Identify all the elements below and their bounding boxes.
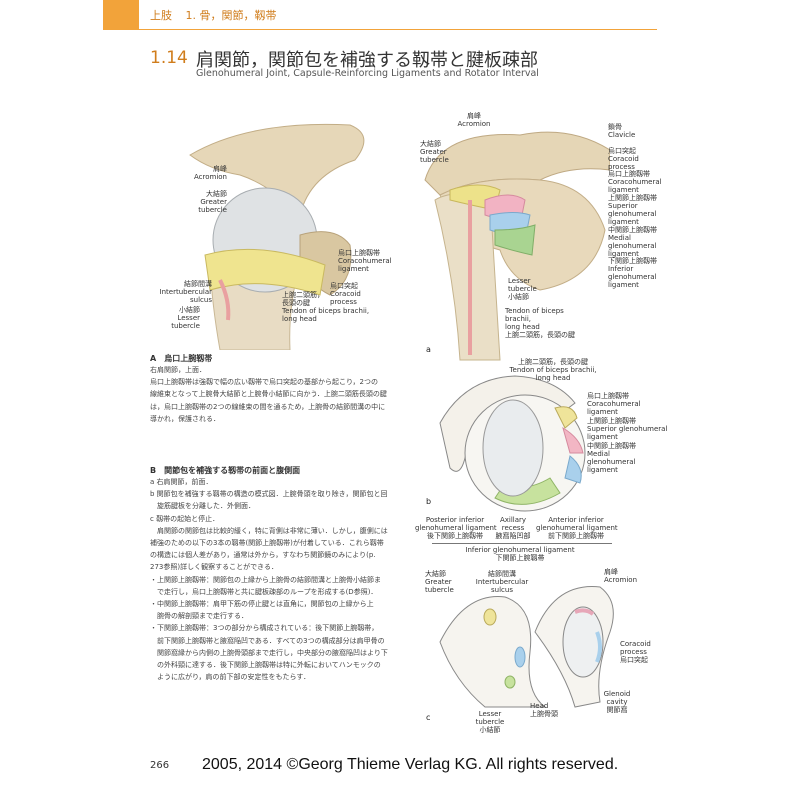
inferior-insertion-mark	[504, 675, 516, 689]
coracohumeral-band	[554, 406, 578, 429]
coracohumeral-ligament	[204, 248, 326, 296]
panel-letter-b: b	[426, 497, 432, 506]
inferior-gh-ligament	[494, 224, 536, 256]
caption-b-body: a 右肩関節，前面． b 関節包を補強する靱帯の構造の模式図．上腕骨頭を取り除き…	[150, 478, 388, 682]
biceps-tendon	[218, 279, 231, 321]
chapter-tab	[103, 0, 139, 30]
copyright-notice: 2005, 2014 ©Georg Thieme Verlag KG. All …	[202, 756, 619, 773]
page-title: 肩関節，関節包を補強する靱帯と腱板疎部	[196, 50, 538, 71]
acromion-bone	[189, 123, 365, 216]
header-chapter: 1. 骨，関節，靱帯	[185, 9, 277, 22]
caption-a-body: 右肩関節，上面． 烏口上腕靱帯は強靱で幅の広い靱帯で烏口突起の基部から起こり，2…	[150, 366, 387, 423]
glenoid-cavity	[562, 606, 604, 678]
medial-origin-mark	[595, 631, 602, 663]
page-subtitle: Glenohumeral Joint, Capsule-Reinforcing …	[196, 68, 539, 79]
figure-b-b-diagram	[439, 375, 586, 512]
figure-b-c-diagram	[439, 586, 614, 708]
header-section: 上肢	[150, 9, 172, 22]
panel-letter-c: c	[426, 713, 431, 722]
caption-a-heading: A 烏口上腕靱帯	[150, 354, 213, 363]
superior-gh-band	[562, 426, 584, 454]
superior-origin-mark	[574, 608, 595, 616]
header-rule	[139, 29, 657, 30]
running-header: 上肢 1. 骨，関節，靱帯	[150, 7, 287, 23]
panel-letter-a: a	[426, 345, 431, 354]
section-number: 1.14	[150, 48, 188, 68]
caption-b-heading: B 関節包を補強する靱帯の前面と腹側面	[150, 466, 301, 475]
medial-insertion-mark	[514, 646, 526, 668]
glenoid-surface	[482, 399, 544, 497]
greater-tubercle-mark	[483, 608, 497, 626]
page-number: 266	[150, 760, 170, 771]
medial-gh-band	[564, 455, 582, 484]
figure-b-a-illustration	[424, 131, 610, 361]
humerus-outline	[439, 596, 547, 708]
figure-a-illustration	[189, 123, 365, 350]
bracket-rule	[432, 543, 612, 544]
